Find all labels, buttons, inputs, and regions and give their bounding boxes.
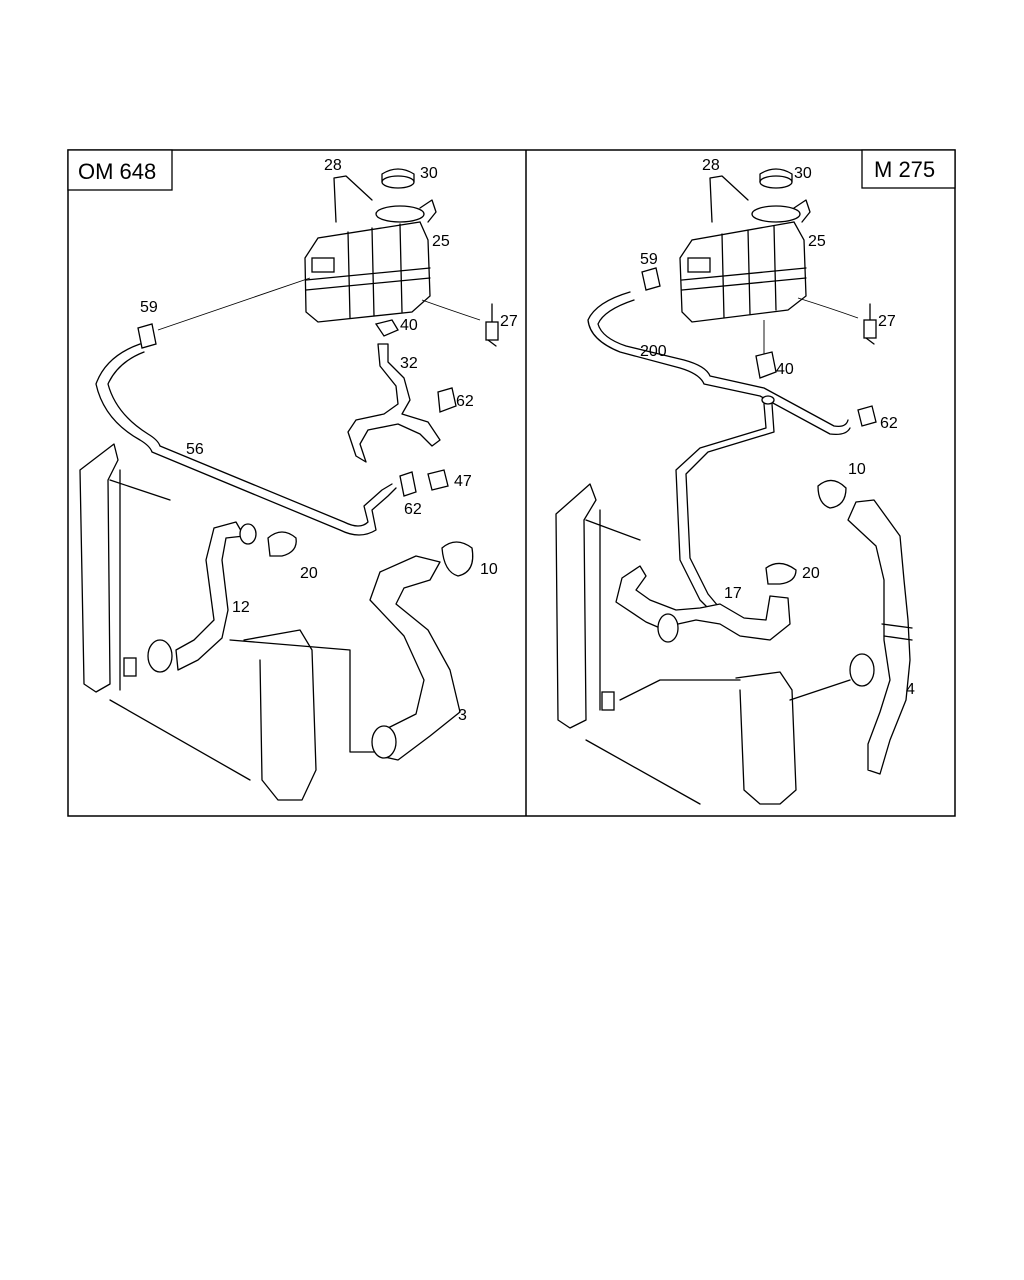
part-label: 62 [404,501,422,518]
hose-4 [847,499,911,775]
part-label: 17 [724,585,742,602]
sensor-arrow [797,297,859,319]
clip-47 [427,469,449,491]
part-label: 59 [140,299,158,316]
part-label: 10 [848,461,866,478]
vent-hose [709,175,749,223]
hose-3-end [371,725,397,759]
panel-om648: OM 648 [67,149,518,801]
vent-hose [333,175,373,223]
clip-59 [641,267,661,291]
clip-62-top [437,387,457,413]
panel-title-box [861,149,956,189]
clip-62 [857,405,877,427]
clamp-20 [267,531,297,557]
part-label: 62 [456,393,474,410]
part-label: 62 [880,415,898,432]
part-label: 40 [776,361,794,378]
part-label: 25 [808,233,826,250]
part-label: 47 [454,473,472,490]
hose-56 [95,343,397,536]
radiator [79,443,381,801]
part-label: 25 [432,233,450,250]
clip-62-mid [399,471,417,497]
clamp-10 [441,541,474,577]
part-label: 28 [324,157,342,174]
part-label: 59 [640,251,658,268]
part-label: 28 [702,157,720,174]
hose-200 [587,291,851,436]
panel-m275: M 275 [555,149,956,805]
diagram-frame [67,149,956,817]
panel-title: M 275 [874,157,935,182]
reservoir-cap [759,168,793,189]
part-label: 32 [400,355,418,372]
part-label: 56 [186,441,204,458]
clip-40 [755,351,777,379]
part-label: 30 [794,165,812,182]
sensor-arrow [421,299,481,321]
level-sensor [863,303,877,345]
part-label: 200 [640,343,667,360]
hose-4-end [849,653,875,687]
expansion-tank [304,199,437,323]
part-label: 3 [458,707,467,724]
part-label: 40 [400,317,418,334]
part-label: 12 [232,599,250,616]
hose-17-end [657,613,679,643]
level-sensor [485,303,499,347]
clip-40 [374,319,399,337]
leader-59 [157,277,311,331]
clamp-10 [817,479,847,509]
hose-17-feed [675,403,767,613]
clamp-20 [765,562,797,585]
hose-32 [347,343,441,463]
part-label: 20 [802,565,820,582]
reservoir-cap [381,168,415,189]
hose-3 [369,555,461,761]
panel-title: OM 648 [78,159,156,184]
part-label: 27 [500,313,518,330]
part-label: 4 [906,681,915,698]
clip-59 [137,323,157,349]
hose-12 [175,521,245,671]
expansion-tank [679,199,811,323]
part-label: 27 [878,313,896,330]
radiator [555,483,851,805]
part-label: 30 [420,165,438,182]
part-label: 20 [300,565,318,582]
part-label: 10 [480,561,498,578]
hose-12-end [147,639,173,673]
panel-title-box [67,149,173,191]
